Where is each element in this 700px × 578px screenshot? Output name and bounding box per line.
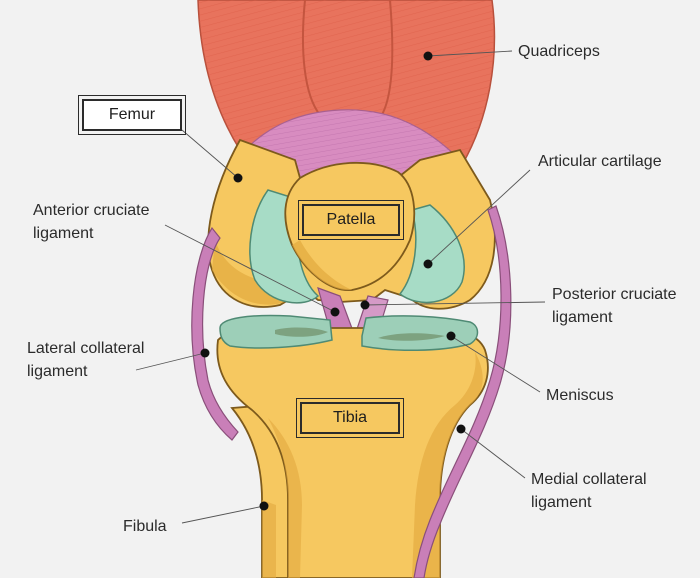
femur-label: Femur bbox=[108, 106, 156, 123]
dot-fibula bbox=[259, 501, 269, 511]
anterior-cruciate-label: Anterior cruciate ligament bbox=[33, 202, 150, 242]
tibia-label: Tibia bbox=[332, 409, 368, 426]
leader-medial-collateral bbox=[460, 428, 526, 479]
leader-articular-cartilage bbox=[427, 169, 531, 265]
leader-anterior-cruciate bbox=[164, 224, 336, 313]
marker-dots bbox=[200, 51, 466, 511]
patella-label-box: Patella bbox=[298, 200, 404, 240]
leader-meniscus bbox=[450, 335, 541, 393]
dot-posterior-cruciate bbox=[360, 300, 370, 310]
lateral-collateral-label: Lateral collateral ligament bbox=[27, 340, 145, 380]
dot-articular-cartilage bbox=[423, 259, 433, 269]
leader-fibula bbox=[181, 505, 265, 524]
fibula-label: Fibula bbox=[123, 518, 167, 535]
dot-quadriceps bbox=[423, 51, 433, 61]
leader-lateral-collateral bbox=[135, 352, 206, 371]
quadriceps-label: Quadriceps bbox=[518, 43, 600, 60]
dot-lateral-collateral bbox=[200, 348, 210, 358]
articular-cartilage-label: Articular cartilage bbox=[538, 153, 662, 170]
dot-femur bbox=[233, 173, 243, 183]
tibia-label-box: Tibia bbox=[296, 398, 404, 438]
patella-label: Patella bbox=[326, 211, 376, 228]
meniscus-label: Meniscus bbox=[546, 387, 614, 404]
leader-posterior-cruciate bbox=[364, 301, 546, 306]
femur-label-box: Femur bbox=[78, 95, 186, 135]
collateral-ligaments bbox=[191, 205, 512, 578]
posterior-cruciate-label: Posterior cruciate ligament bbox=[552, 286, 677, 326]
leader-lines bbox=[135, 50, 546, 524]
meniscus-pair bbox=[219, 314, 479, 352]
medial-collateral-label: Medial collateral ligament bbox=[531, 471, 647, 511]
dot-meniscus bbox=[446, 331, 456, 341]
dot-medial-collateral bbox=[456, 424, 466, 434]
articular-cartilage bbox=[249, 189, 465, 304]
leader-femur bbox=[181, 129, 239, 179]
dot-anterior-cruciate bbox=[330, 307, 340, 317]
leader-quadriceps bbox=[427, 50, 513, 57]
